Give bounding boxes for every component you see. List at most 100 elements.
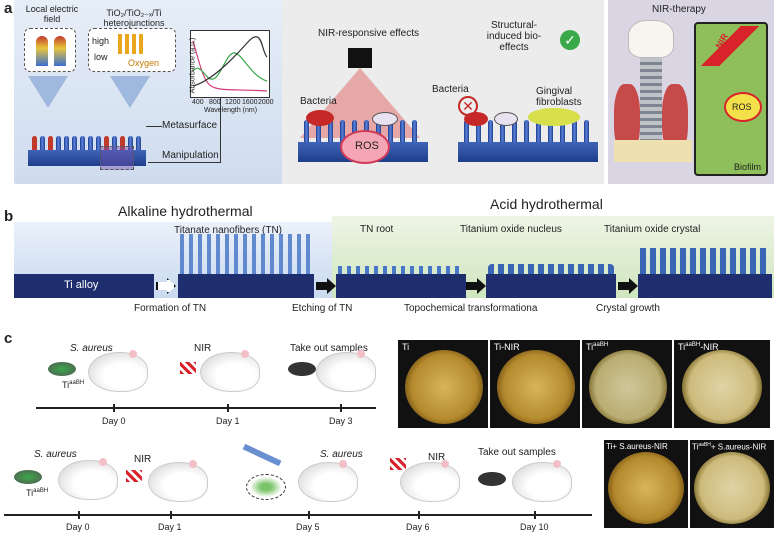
metasurface-label: Metasurface — [162, 120, 218, 131]
ros-label: ROS — [355, 140, 379, 152]
r1-dish-1 — [405, 350, 483, 424]
r1-dish-4 — [682, 350, 762, 424]
r1-tick-2 — [340, 404, 342, 412]
bacteria-right-label: Bacteria — [432, 84, 469, 95]
tn-roots — [338, 266, 464, 274]
r2-take-out-label: Take out samples — [478, 447, 556, 458]
r2-ti-text: Ti — [26, 488, 34, 498]
acid-title: Acid hydrothermal — [490, 196, 603, 212]
fibroblast-icon — [528, 108, 580, 126]
r2-tick-1 — [170, 511, 172, 519]
panel-c-label: c — [4, 330, 13, 347]
local-field-box — [24, 28, 76, 72]
r1-dish-4-text: Ti — [678, 342, 686, 352]
r2-tick-0 — [78, 511, 80, 519]
zoom-ros-burst — [724, 92, 762, 122]
local-field-title: Local electric field — [25, 4, 79, 24]
check-icon: ✓ — [560, 30, 580, 50]
step-arrow-2 — [316, 278, 336, 294]
r1-dish-4-suffix: -NIR — [700, 342, 719, 352]
r2-day-4: Day 10 — [520, 522, 549, 532]
r2-dish-2-text: Ti — [692, 442, 699, 452]
field-rod-2 — [54, 36, 66, 66]
r1-nir-icon — [180, 362, 196, 374]
oxygen-label: Oxygen — [128, 58, 160, 68]
biofilm-label: Biofilm — [734, 162, 762, 172]
r2-day-3: Day 6 — [406, 522, 430, 532]
r1-mouse-3 — [316, 350, 376, 392]
bacteria-left-label: Bacteria — [300, 96, 337, 107]
panel-b-label: b — [4, 208, 14, 225]
r1-dish-3-text: Ti — [586, 342, 594, 352]
r1-nir-label: NIR — [194, 343, 212, 354]
r2-s-aureus2-label: S. aureus — [320, 449, 363, 460]
r2-dish-2-sup: aaBH — [698, 442, 711, 448]
structural-rods — [460, 120, 596, 142]
metasurface-highlight — [100, 146, 134, 170]
r2-nir-label: NIR — [134, 454, 152, 465]
r1-timeline — [36, 407, 376, 409]
step-arrow-4 — [618, 278, 638, 294]
r1-dish-icon — [288, 362, 316, 376]
absorbance-spectrum — [190, 30, 270, 98]
funnel-right-icon — [110, 76, 150, 108]
r2-nir2-label: NIR — [428, 452, 446, 463]
crystal-label: Titanium oxide crystal — [604, 224, 701, 235]
r2-tick-4 — [534, 511, 536, 519]
r2-tick-2 — [308, 511, 310, 519]
r2-dish-1 — [608, 452, 684, 524]
etched-bar — [336, 274, 466, 298]
high-label: high — [92, 36, 110, 46]
nir-therapy-title: NIR-therapy — [652, 4, 706, 15]
bacteria-mid-icon — [372, 112, 398, 126]
tn-bar — [178, 274, 314, 298]
r1-tick-1 — [227, 404, 229, 412]
r1-ti-label: TiaaBH — [62, 380, 84, 390]
r1-s-aureus-label: S. aureus — [70, 343, 113, 354]
r2-bacteria-circle — [246, 474, 286, 500]
r2-nir-icon — [126, 470, 142, 482]
etching-label: Etching of TN — [292, 303, 353, 314]
bone-base — [614, 140, 692, 162]
metasurface-pointer — [146, 126, 162, 127]
r1-day-0: Day 0 — [102, 416, 126, 426]
bacteria-left-icon — [306, 110, 334, 126]
ti-alloy-bar — [14, 274, 154, 298]
spectrum-tick-1: 800 — [209, 99, 221, 106]
oxygen-bars — [118, 34, 146, 54]
r2-mouse-5 — [512, 460, 572, 502]
r1-ti-sup: aaBH — [69, 380, 85, 386]
topochemical-label: Topochemical transformationa — [404, 303, 538, 314]
r2-syringe-icon — [242, 443, 282, 467]
structural-base — [458, 142, 598, 162]
structural-title: Structural-induced bio-effects — [486, 20, 542, 53]
r2-s-aureus-label: S. aureus — [34, 449, 77, 460]
tn-root-label: TN root — [360, 224, 394, 235]
nir-lamp-icon — [348, 48, 372, 68]
ti-alloy-label: Ti alloy — [64, 279, 99, 291]
r2-day-2: Day 5 — [296, 522, 320, 532]
manipulation-arrow-v — [220, 98, 221, 163]
r2-sample-icon — [14, 470, 42, 484]
spectrum-tick-3: 1600 — [242, 99, 258, 106]
r1-mouse-2 — [200, 350, 260, 392]
spectrum-tick-0: 400 — [192, 99, 204, 106]
step-arrow-3 — [466, 278, 486, 294]
r2-mouse-4 — [400, 460, 460, 502]
r1-day-2: Day 3 — [329, 416, 353, 426]
r2-timeline — [4, 514, 592, 516]
r1-dish-3-sup: aaBH — [593, 342, 609, 348]
field-rod-1 — [36, 36, 48, 66]
bacteria-struct-icon-2 — [494, 112, 518, 126]
r2-day-1: Day 1 — [158, 522, 182, 532]
crystal-bar — [638, 274, 772, 298]
r1-mouse-1 — [88, 350, 148, 392]
r1-sample-icon — [48, 362, 76, 376]
tn-fibers — [180, 234, 312, 274]
r1-dish-3 — [589, 350, 667, 424]
alkaline-title: Alkaline hydrothermal — [118, 203, 253, 219]
manipulation-label: Manipulation — [162, 150, 219, 161]
spectrum-tick-2: 1200 — [225, 99, 241, 106]
r2-mouse-3 — [298, 460, 358, 502]
panel-a-label: a — [4, 0, 13, 17]
